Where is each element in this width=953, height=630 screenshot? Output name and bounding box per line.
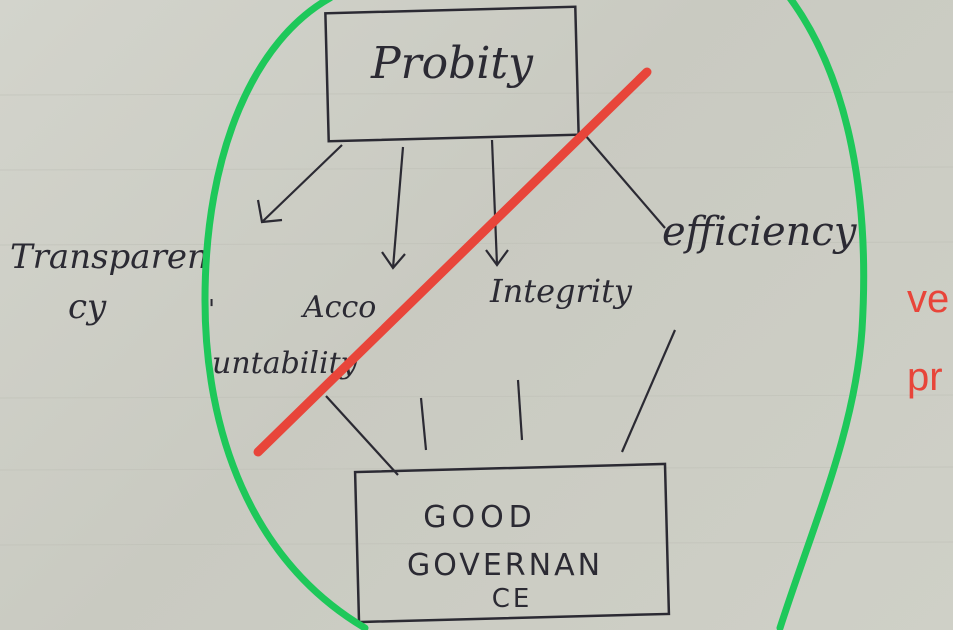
- good-governance-line2: GOVERNAN: [407, 548, 603, 583]
- red-strike-line: [253, 67, 652, 457]
- branch-arrows: [256, 134, 666, 270]
- probity-label: Probity: [370, 38, 534, 89]
- good-governance-box: [353, 462, 671, 624]
- green-circle-annotation: [201, 0, 868, 630]
- good-governance-line3: CE: [492, 584, 533, 614]
- paper-lines: [0, 91, 953, 546]
- branch-efficiency: efficiency: [662, 209, 858, 255]
- branch-transparency-line2: cy: [68, 287, 107, 327]
- branch-integrity: Integrity: [489, 272, 633, 310]
- good-governance-line1: GOOD: [423, 500, 537, 535]
- probity-box: [324, 5, 580, 143]
- stray-mark: ': [208, 295, 215, 325]
- red-annotation-line2: pr: [907, 355, 943, 399]
- connector-lines: [325, 329, 677, 476]
- branch-transparency-line1: Transparen: [10, 237, 209, 277]
- red-annotation-line1: ve: [907, 277, 949, 321]
- branch-accountability-line1: Acco: [300, 290, 376, 325]
